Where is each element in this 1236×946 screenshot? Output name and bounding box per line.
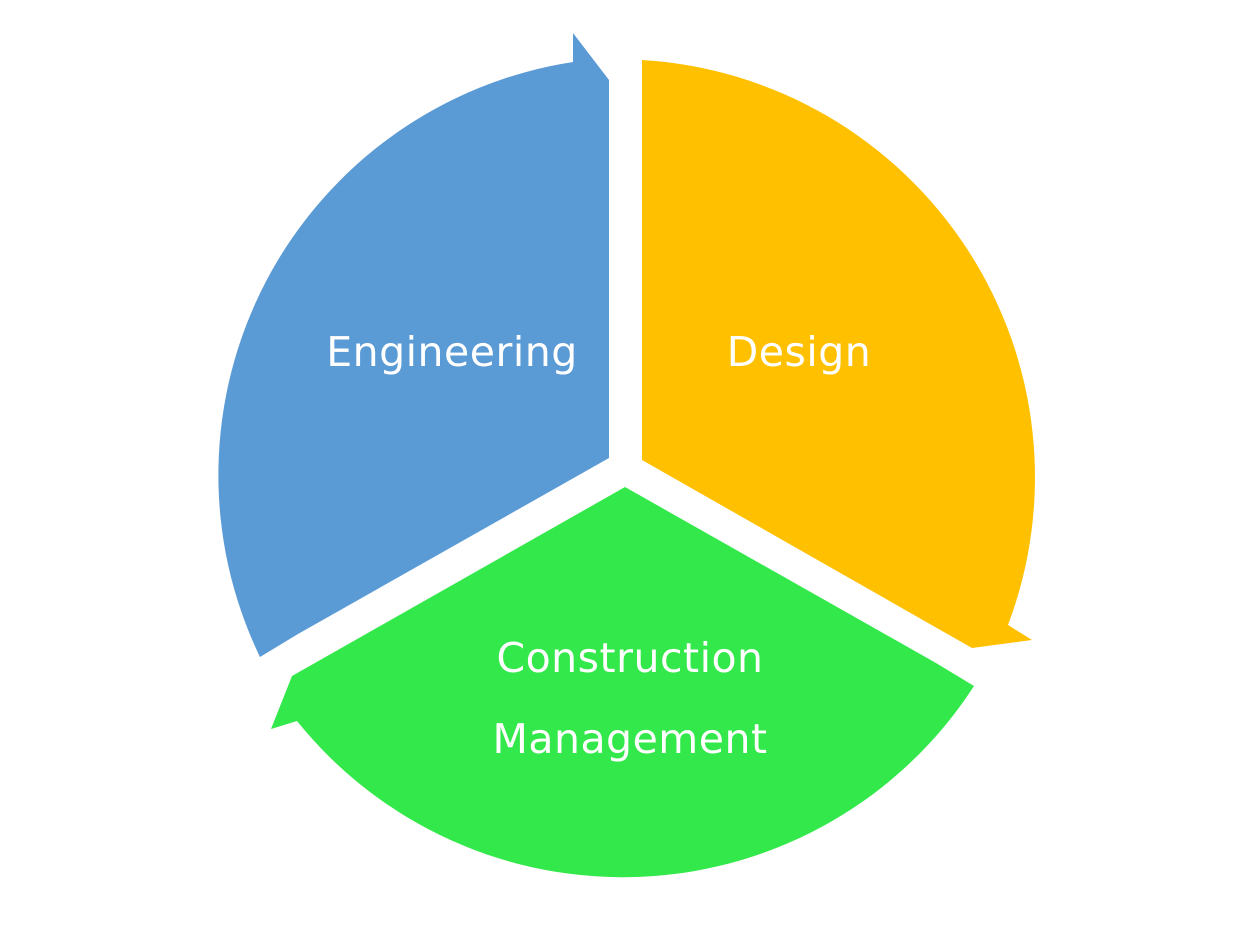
design-label: Design bbox=[727, 328, 872, 376]
segment-engineering: Engineering bbox=[218, 33, 609, 657]
segment-design-shape bbox=[642, 60, 1035, 648]
management-label: Management bbox=[492, 715, 767, 763]
segment-construction-management: Construction Management bbox=[271, 487, 974, 878]
segment-construction-management-shape bbox=[271, 487, 974, 878]
segment-design: Design bbox=[642, 60, 1035, 648]
engineering-label: Engineering bbox=[326, 328, 578, 376]
construction-label: Construction bbox=[496, 634, 763, 682]
segment-engineering-shape bbox=[218, 33, 609, 657]
